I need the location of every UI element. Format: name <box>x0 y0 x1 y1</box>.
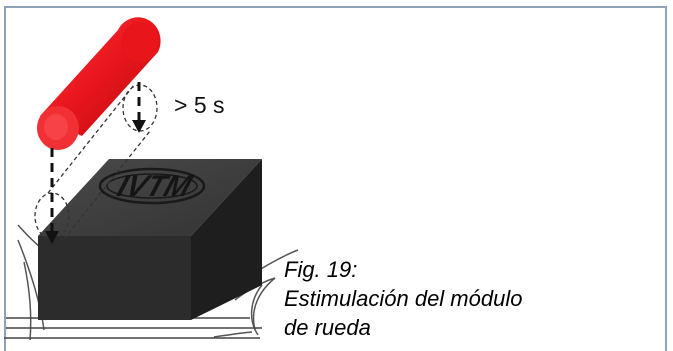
module-logo-text: IVTM <box>113 169 197 203</box>
caption-title-line-1: Estimulación del módulo <box>284 286 523 311</box>
module-right-face <box>191 159 262 320</box>
movement-arrow-left <box>45 148 59 244</box>
magnet-cylinder-end-face <box>37 106 79 150</box>
movement-arrow-right <box>132 82 146 133</box>
module-logo: IVTM <box>98 167 206 205</box>
duration-label: > 5 s <box>174 92 225 118</box>
magnet-cylinder <box>37 17 161 150</box>
caption-figure-number: Fig. 19: <box>284 257 358 282</box>
figure-caption: Fig. 19: Estimulación del módulo de rued… <box>284 255 522 342</box>
wheel-module-block <box>38 159 262 320</box>
caption-title-line-2: de rueda <box>284 315 371 340</box>
module-front-face <box>38 236 191 320</box>
